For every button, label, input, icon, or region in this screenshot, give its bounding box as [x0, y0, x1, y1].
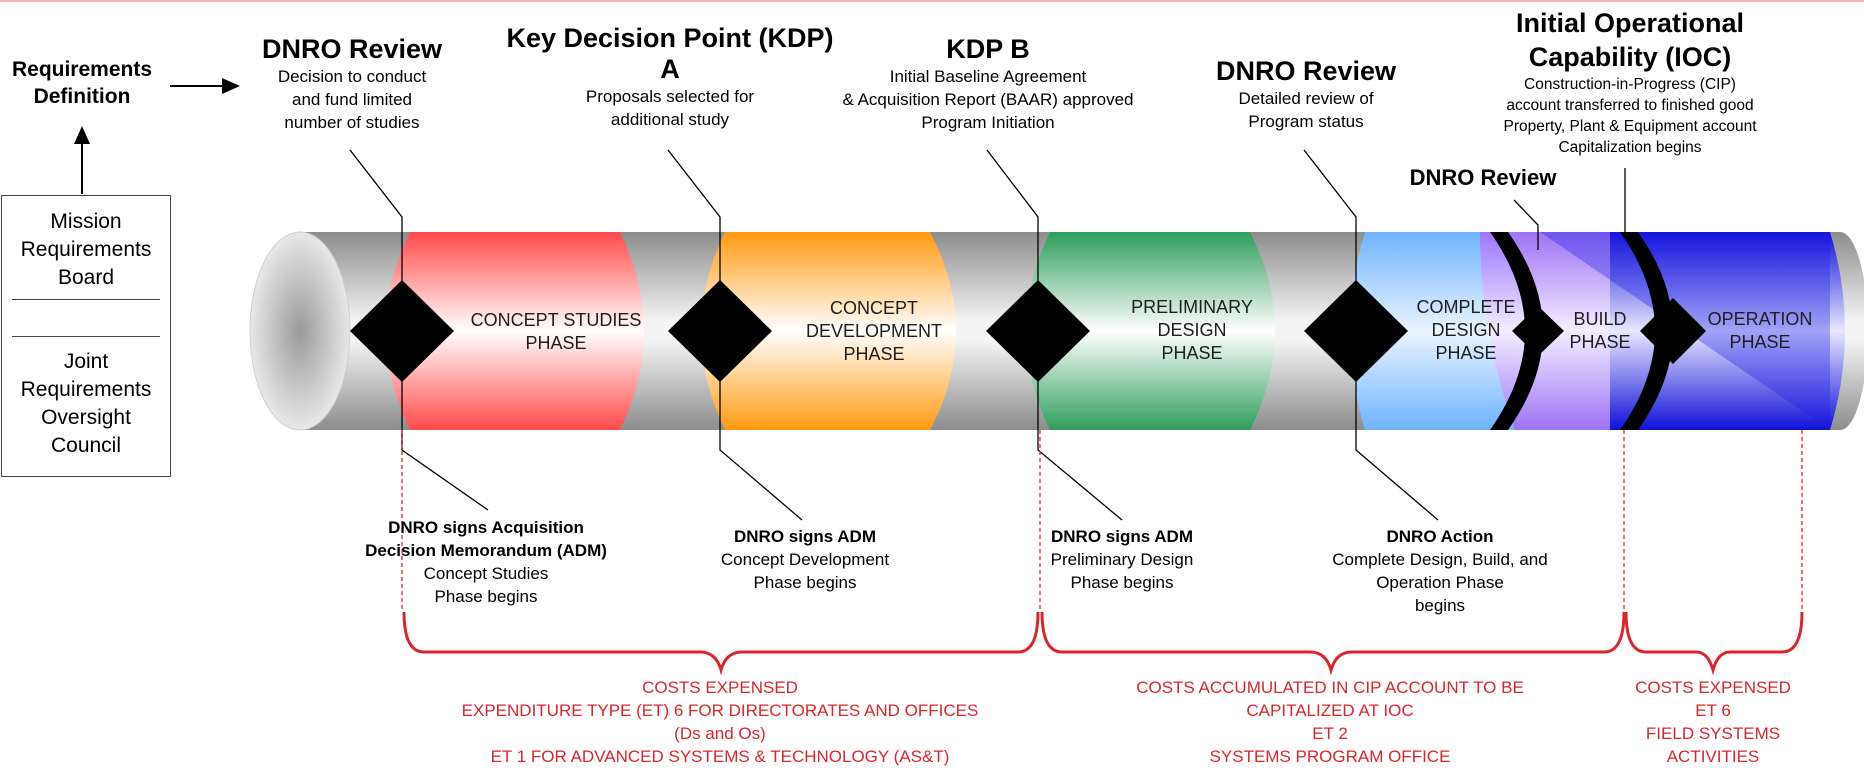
milestone-diamond-3 — [986, 280, 1090, 382]
bottom-label-text: Concept Studies Phase begins — [423, 564, 549, 606]
top-label-text: Proposals selected for additional study — [585, 87, 755, 129]
top-label-text: Detailed review of Program status — [1238, 89, 1374, 131]
board-divider-2 — [12, 336, 160, 337]
cost-label-cip: COSTS ACCUMULATED IN CIP ACCOUNT TO BE C… — [1136, 678, 1524, 766]
phase-label-concept-development: CONCEPT DEVELOPMENT PHASE — [805, 298, 943, 364]
bottom-label-title: DNRO signs Acquisition Decision Memorand… — [365, 518, 607, 560]
top-label-text: Initial Baseline Agreement & Acquisition… — [842, 67, 1134, 132]
top-label-title: DNRO Review — [261, 34, 443, 64]
bottom-label-adm-concept-studies: DNRO signs Acquisition Decision Memorand… — [330, 516, 642, 608]
bottom-label-title: DNRO Action — [1386, 527, 1494, 546]
top-label-kdp-a: Key Decision Point (KDP) A Proposals sel… — [490, 23, 850, 131]
milestone-diamond-5 — [1512, 306, 1564, 356]
cost-label-expensed-2: COSTS EXPENSED ET 6 FIELD SYSTEMS ACTIVI… — [1635, 678, 1791, 766]
top-label-ioc: Initial Operational Capability (IOC) Con… — [1470, 6, 1790, 158]
top-label-dnro-review-2: DNRO Review Detailed review of Program s… — [1186, 56, 1426, 133]
leader-top-6 — [1513, 199, 1539, 250]
tube-left-end — [249, 231, 351, 431]
requirements-board-box: Mission Requirements Board Joint Require… — [1, 195, 171, 477]
leader-top-2 — [667, 149, 721, 282]
leader-top-1 — [349, 149, 403, 282]
bottom-label-adm-concept-development: DNRO signs ADM Concept Development Phase… — [690, 525, 920, 594]
top-label-title: KDP B — [946, 34, 1030, 64]
leader-bottom-2 — [719, 378, 803, 521]
brace-expensed-2 — [1624, 611, 1804, 676]
requirements-definition-label: Requirements Definition — [11, 58, 153, 108]
phase-label-build: BUILD PHASE — [1569, 309, 1631, 352]
phase-label-operation: OPERATION PHASE — [1707, 309, 1813, 352]
top-label-dnro-review-1: DNRO Review Decision to conduct and fund… — [226, 34, 478, 134]
segment-operation — [1610, 232, 1845, 430]
milestone-diamonds — [350, 280, 1706, 382]
bottom-label-text: Complete Design, Build, and Operation Ph… — [1332, 550, 1548, 615]
top-label-title: Key Decision Point (KDP) A — [506, 23, 834, 84]
milestone-diamond-2 — [668, 280, 772, 382]
bottom-label-adm-preliminary-design: DNRO signs ADM Preliminary Design Phase … — [1020, 525, 1224, 594]
top-label-title: Initial Operational Capability (IOC) — [1515, 8, 1745, 72]
bottom-label-text: Concept Development Phase begins — [720, 550, 890, 592]
leader-top-4 — [1303, 149, 1357, 282]
red-dashed-lines — [401, 430, 1803, 612]
milestone-diamond-4 — [1304, 280, 1408, 382]
brace-expensed-1 — [402, 611, 1040, 676]
milestone-diamond-6 — [1640, 298, 1706, 364]
leader-bottom-3 — [1037, 378, 1123, 521]
top-label-text: Construction-in-Progress (CIP) account t… — [1503, 76, 1757, 156]
brace-cip — [1040, 611, 1626, 676]
cost-braces — [402, 611, 1804, 676]
top-label-kdp-b: KDP B Initial Baseline Agreement & Acqui… — [808, 34, 1168, 134]
phase-label-preliminary-design: PRELIMINARY DESIGN PHASE — [1131, 297, 1253, 363]
phase-label-concept-studies: CONCEPT STUDIES PHASE — [470, 310, 642, 353]
segment-concept-studies — [386, 232, 644, 430]
top-leader-lines — [349, 149, 1626, 282]
top-label-dnro-review-3: DNRO Review — [1409, 165, 1557, 190]
bottom-label-text: Preliminary Design Phase begins — [1050, 550, 1194, 592]
bottom-label-dnro-action: DNRO Action Complete Design, Build, and … — [1300, 525, 1580, 617]
cost-label-expensed-1: COSTS EXPENSED EXPENDITURE TYPE (ET) 6 F… — [461, 678, 979, 766]
top-label-text: Decision to conduct and fund limited num… — [277, 67, 427, 132]
segment-preliminary-design — [1026, 232, 1275, 430]
divider-operation-start — [1620, 232, 1673, 430]
milestone-diamond-1 — [350, 280, 454, 382]
leader-bottom-4 — [1355, 378, 1439, 521]
board-divider-1 — [12, 299, 160, 300]
leader-top-3 — [986, 149, 1039, 282]
top-label-title: DNRO Review — [1215, 56, 1397, 86]
segment-concept-development — [701, 232, 956, 430]
mission-requirements-board-label: Mission Requirements Board — [20, 210, 152, 289]
divider-build-start — [1490, 232, 1543, 430]
segment-complete-design — [1350, 232, 1515, 430]
bottom-label-title: DNRO signs ADM — [734, 527, 876, 546]
phase-label-complete-design: COMPLETE DESIGN PHASE — [1416, 297, 1516, 363]
bottom-label-title: DNRO signs ADM — [1051, 527, 1193, 546]
bottom-leader-lines — [401, 378, 1439, 521]
leader-bottom-1 — [401, 378, 489, 511]
joint-requirements-council-label: Joint Requirements Oversight Council — [20, 350, 152, 457]
